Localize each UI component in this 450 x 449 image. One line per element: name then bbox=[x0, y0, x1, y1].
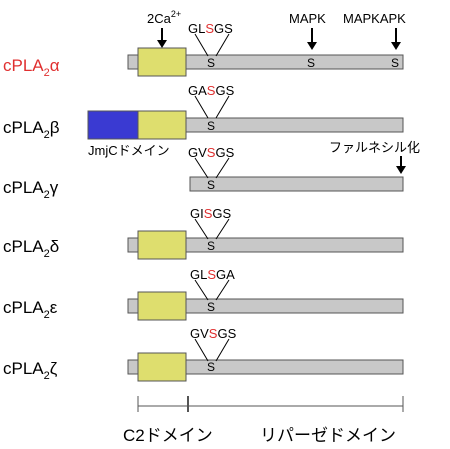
row-delta: cPLA2δ GISGS S bbox=[3, 206, 404, 260]
mapkapk-arrowhead bbox=[391, 42, 401, 50]
c2-domain-beta bbox=[137, 110, 187, 140]
protein-name-alpha: cPLA2α bbox=[3, 56, 60, 79]
domain-bracket bbox=[137, 396, 404, 412]
motif-alpha: GLSGS bbox=[188, 21, 233, 36]
motif-line-left-beta bbox=[194, 95, 209, 119]
farnesylation-label: ファルネシル化 bbox=[329, 140, 420, 155]
mapk-label: MAPK bbox=[289, 11, 326, 26]
site-mapkapk-alpha: S bbox=[391, 56, 399, 70]
motif-line-left-alpha bbox=[194, 33, 209, 57]
motif-line-right-zeta bbox=[215, 338, 230, 362]
motif-line-left-zeta bbox=[194, 338, 209, 362]
protein-name-gamma: cPLA2γ bbox=[3, 178, 59, 201]
calcium-arrowhead bbox=[157, 40, 167, 48]
motif-line-right-beta bbox=[215, 95, 230, 119]
site-serine-beta: S bbox=[207, 119, 215, 133]
protein-name-epsilon: cPLA2ε bbox=[3, 298, 58, 321]
protein-bar-alpha bbox=[127, 54, 404, 70]
site-serine-alpha: S bbox=[207, 56, 215, 70]
mapk-arrowhead bbox=[307, 42, 317, 50]
motif-line-right-epsilon bbox=[215, 279, 230, 301]
c2-domain-alpha bbox=[137, 47, 187, 77]
protein-bar-epsilon bbox=[127, 298, 404, 314]
farnesylation-arrowhead bbox=[396, 166, 406, 174]
protein-name-zeta: cPLA2ζ bbox=[3, 359, 58, 382]
jmjc-label: JmjCドメイン bbox=[88, 143, 170, 158]
row-gamma: cPLA2γ GVSGS S bbox=[3, 145, 404, 201]
motif-line-right-delta bbox=[215, 218, 230, 240]
motif-line-left-epsilon bbox=[194, 279, 209, 301]
protein-bar-gamma bbox=[189, 176, 404, 192]
motif-delta: GISGS bbox=[190, 206, 232, 221]
row-alpha: cPLA2α GLSGS S S S bbox=[3, 21, 404, 79]
motif-line-left-gamma bbox=[194, 157, 209, 179]
c2-domain-delta bbox=[137, 230, 187, 260]
motif-line-left-delta bbox=[194, 218, 209, 240]
site-mapk-alpha: S bbox=[307, 56, 315, 70]
protein-bar-zeta bbox=[127, 359, 404, 375]
row-epsilon: cPLA2ε GLSGA S bbox=[3, 267, 404, 321]
protein-bar-delta bbox=[127, 237, 404, 253]
motif-beta: GASGS bbox=[188, 83, 235, 98]
site-serine-epsilon: S bbox=[207, 300, 215, 314]
c2-domain-zeta bbox=[137, 352, 187, 382]
motif-line-right-gamma bbox=[215, 157, 230, 179]
row-zeta: cPLA2ζ GVSGS S bbox=[3, 326, 404, 382]
row-beta: cPLA2β GASGS S JmjCドメイン bbox=[3, 83, 404, 158]
calcium-label: 2Ca2+ bbox=[147, 9, 181, 26]
protein-name-beta: cPLA2β bbox=[3, 118, 60, 141]
motif-gamma: GVSGS bbox=[188, 145, 235, 160]
site-serine-zeta: S bbox=[207, 360, 215, 374]
motif-epsilon: GLSGA bbox=[190, 267, 235, 282]
motif-line-right-alpha bbox=[215, 33, 230, 57]
c2-domain-label: C2ドメイン bbox=[123, 426, 213, 445]
site-serine-gamma: S bbox=[207, 178, 215, 192]
motif-zeta: GVSGS bbox=[190, 326, 237, 341]
mapkapk-label: MAPKAPK bbox=[343, 11, 406, 26]
c2-domain-epsilon bbox=[137, 291, 187, 321]
jmjc-domain-beta bbox=[87, 110, 139, 140]
lipase-domain-label: リパーゼドメイン bbox=[260, 426, 396, 445]
site-serine-delta: S bbox=[207, 239, 215, 253]
protein-name-delta: cPLA2δ bbox=[3, 237, 59, 260]
